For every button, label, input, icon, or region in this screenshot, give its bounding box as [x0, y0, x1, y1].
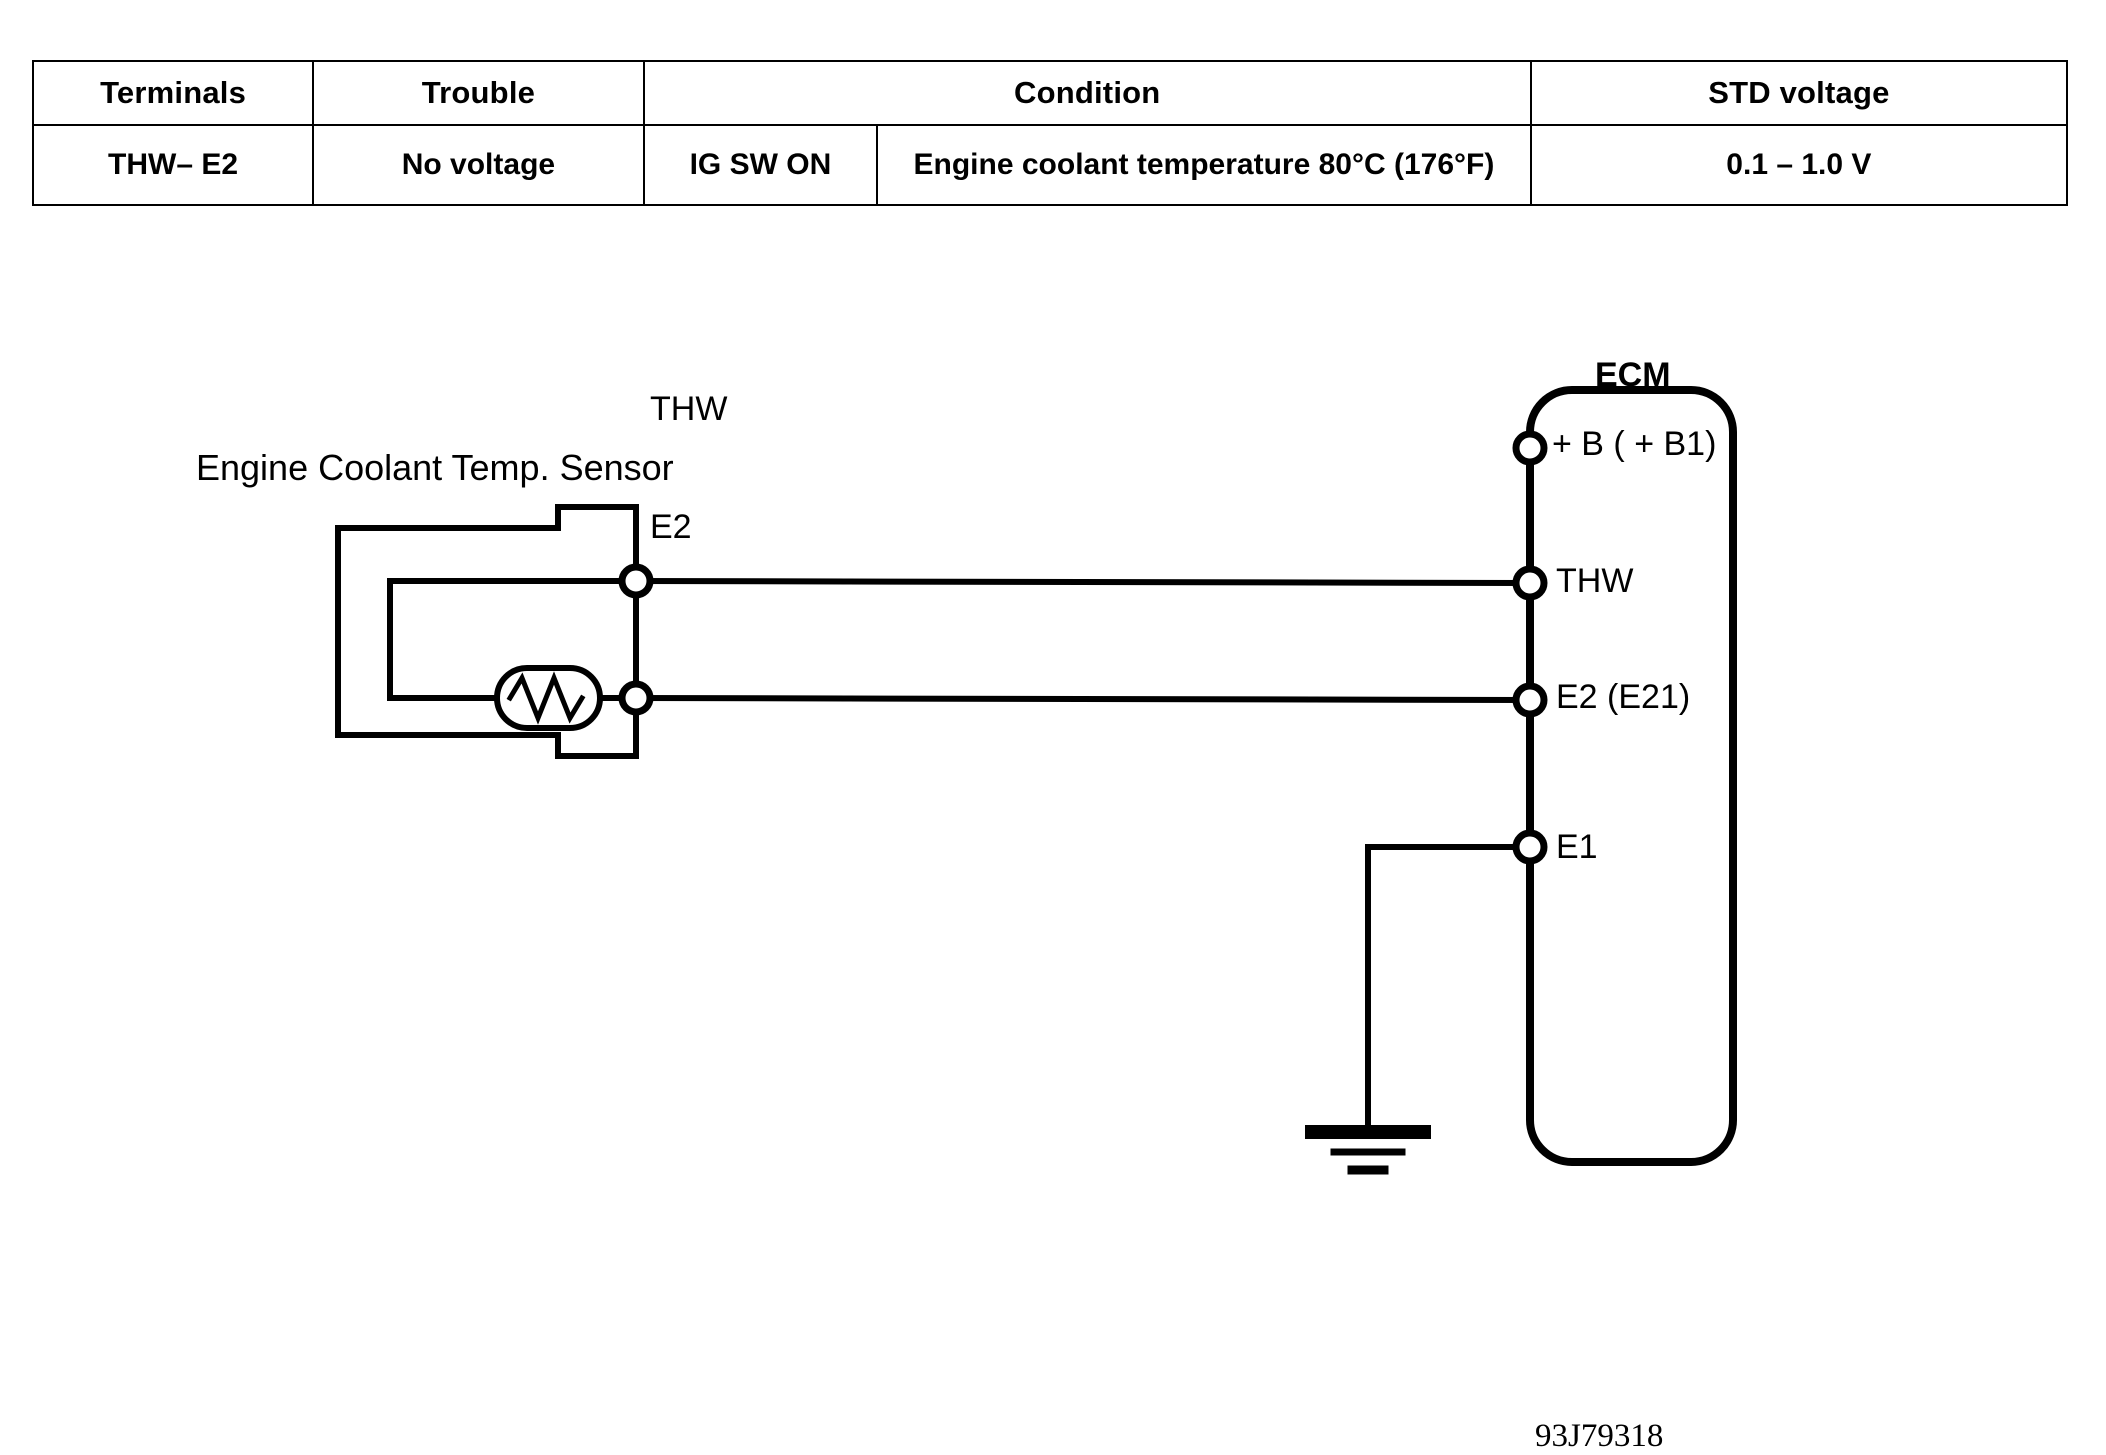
- sensor-title-label: Engine Coolant Temp. Sensor: [196, 447, 674, 488]
- table-header-row: Terminals Trouble Condition STD voltage: [31, 60, 2069, 126]
- terminal-dot-ecm-e2: [1512, 682, 1548, 718]
- header-std-voltage: STD voltage: [1529, 60, 2069, 126]
- header-trouble: Trouble: [312, 60, 645, 126]
- wiring-diagram-svg: [335, 386, 1737, 1175]
- ecm-housing: [1526, 386, 1737, 1166]
- sensor-terminal-label-thw: THW: [650, 390, 728, 428]
- cell-condition-detail: Engine coolant temperature 80°C (176°F): [876, 124, 1532, 206]
- ecm-terminal-label-e1: E1: [1556, 828, 1598, 866]
- part-number-label: 93J79318: [1535, 1418, 1664, 1454]
- cell-terminals: THW– E2: [31, 124, 315, 206]
- sensor-body-outline: [335, 504, 639, 759]
- table-row: THW– E2 No voltage IG SW ON Engine coola…: [31, 124, 2069, 206]
- header-terminals: Terminals: [31, 60, 315, 126]
- terminal-dot-sensor-thw: [618, 563, 654, 599]
- wiring-diagram: Engine Coolant Temp. Sensor ECM THW E2 +…: [0, 250, 2106, 1454]
- wire-thw: [632, 577, 1534, 587]
- thermistor-zigzag: [506, 671, 586, 725]
- wire-e2: [632, 694, 1534, 704]
- terminal-dot-ecm-thw: [1512, 565, 1548, 601]
- inspection-spec-table: Terminals Trouble Condition STD voltage …: [31, 60, 2069, 206]
- ecm-title-label: ECM: [1595, 356, 1671, 394]
- ecm-terminal-label-b: + B ( + B1): [1552, 425, 1717, 463]
- sensor-internal-circuit: [387, 578, 639, 701]
- ecm-terminal-label-e2: E2 (E21): [1556, 678, 1691, 716]
- wire-ground: [1365, 844, 1533, 1133]
- cell-std-voltage: 0.1 – 1.0 V: [1529, 124, 2069, 206]
- terminal-dot-sensor-e2: [618, 680, 654, 716]
- header-condition: Condition: [642, 60, 1532, 126]
- terminal-dot-ecm-e1: [1512, 829, 1548, 865]
- cell-trouble: No voltage: [312, 124, 645, 206]
- terminal-dot-ecm-b: [1512, 430, 1548, 466]
- ecm-terminal-label-thw: THW: [1556, 562, 1634, 600]
- cell-condition-switch: IG SW ON: [642, 124, 879, 206]
- thermistor-body: [494, 665, 603, 731]
- sensor-terminal-label-e2: E2: [650, 508, 692, 546]
